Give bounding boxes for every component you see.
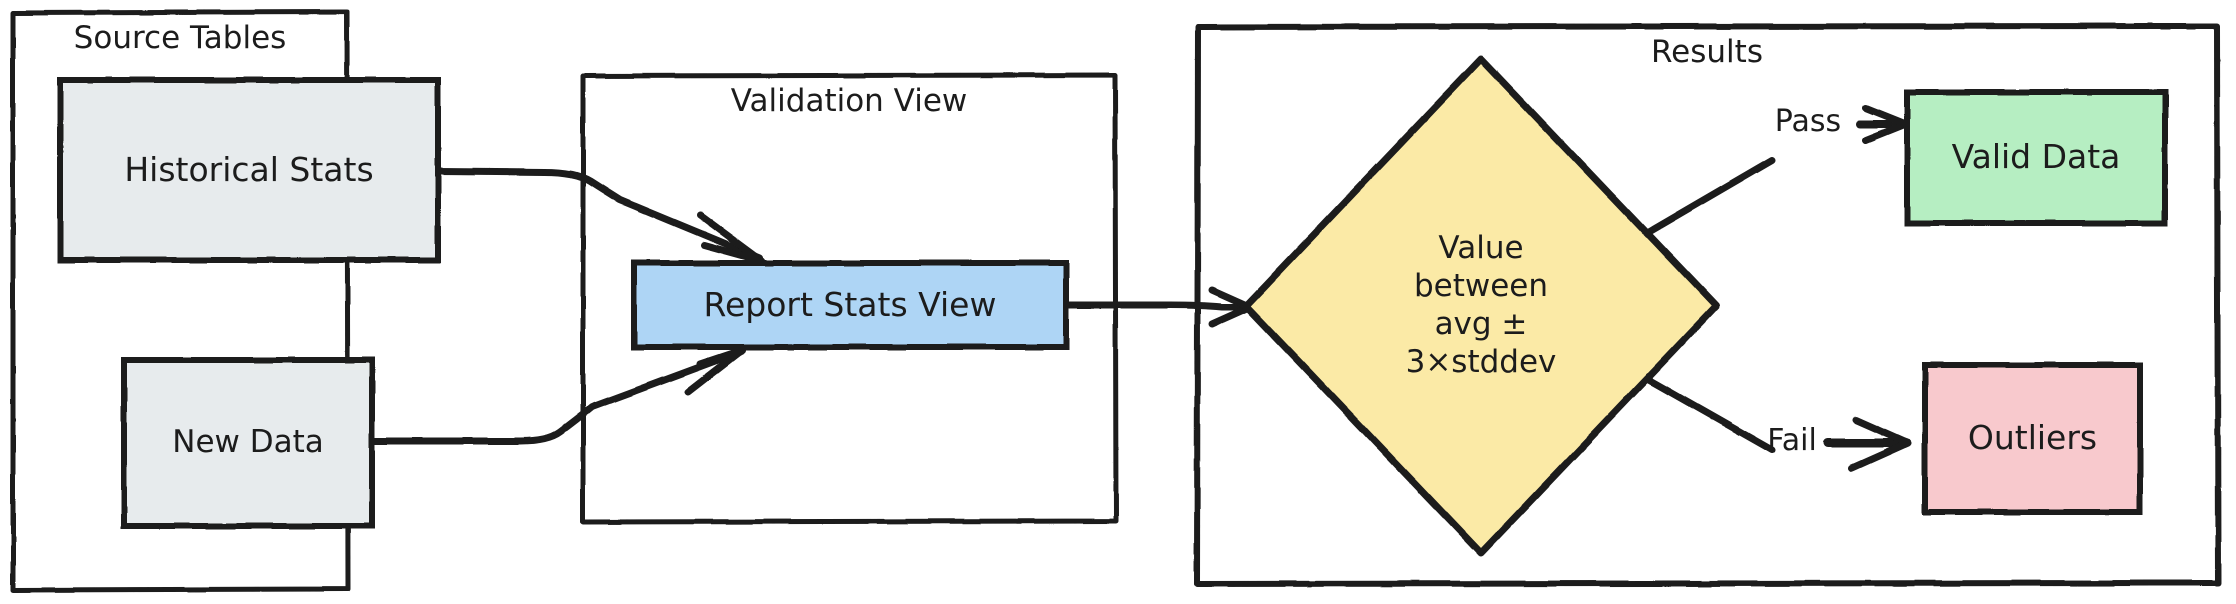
node-historical-stats[interactable] [57,77,441,263]
node-validation-check[interactable] [1242,55,1720,557]
node-report-stats-view[interactable] [631,260,1069,350]
arrowhead-to-report-bottom [684,346,746,396]
node-new-data[interactable] [121,357,375,529]
group-validation-view-border [580,72,1119,525]
group-source-tables-border [10,9,351,593]
group-title-results: Results [1651,34,1763,70]
arrowhead-to-report-top [696,211,766,265]
node-outliers[interactable] [1922,362,2143,515]
edge-historical-to-report [434,167,764,262]
edge-new-data-to-report [368,348,744,445]
group-results-border [1194,23,2221,587]
edge-check-to-valid [1636,156,1776,241]
group-title-source-tables: Source Tables [73,20,287,56]
arrowhead-to-outliers [1848,416,1912,472]
edge-label-pass: Pass [1774,104,1842,139]
edge-label-fail: Fail [1767,423,1817,458]
node-valid-data[interactable] [1904,89,2168,226]
group-title-validation-view: Validation View [730,83,968,119]
edge-report-to-check [1062,301,1247,311]
edge-check-to-outliers [1636,371,1776,454]
